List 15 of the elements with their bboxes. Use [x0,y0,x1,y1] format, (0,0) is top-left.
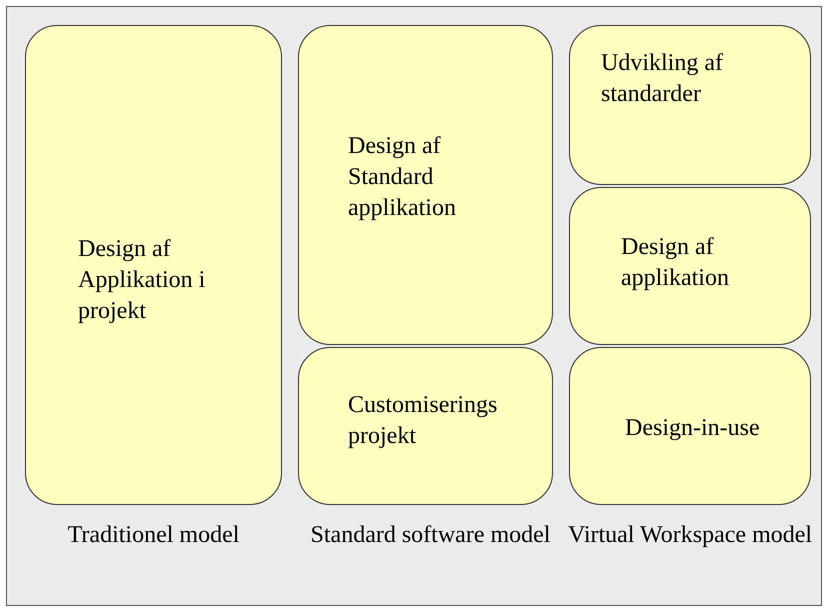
box-text: Design af Standard applikation [348,132,457,223]
rounded-box [569,25,811,185]
box-text: Udvikling af standarder [601,49,724,109]
column-label: Traditionel model [66,521,240,550]
box-text: Design af applikation [621,233,730,293]
rounded-box [569,187,811,345]
rounded-box [569,347,811,505]
box-text: Customiserings projekt [348,391,498,451]
column-label: Virtual Workspace model [566,521,814,550]
rounded-box [298,25,553,345]
box-text: Design-in-use [625,414,761,443]
column-label: Standard software model [310,521,552,550]
box-text: Design af Applikation i projekt [78,235,206,326]
rounded-box [25,25,282,505]
rounded-box [298,347,553,505]
